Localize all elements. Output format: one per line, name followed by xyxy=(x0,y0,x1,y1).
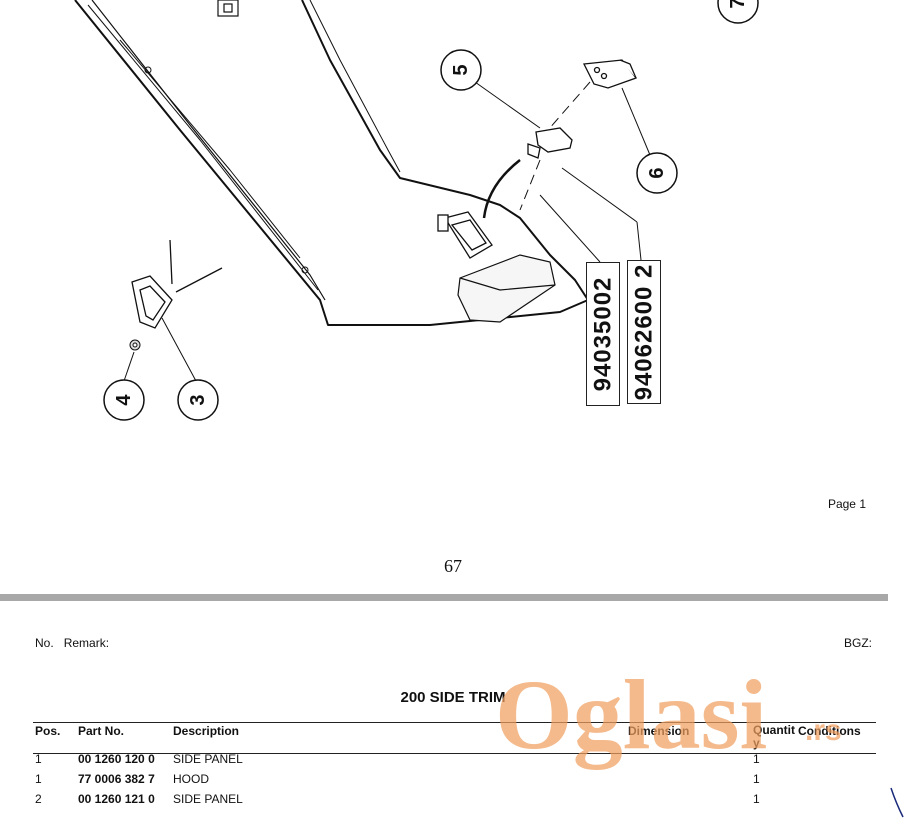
table-row: 2 00 1260 121 0 SIDE PANEL 1 xyxy=(33,792,876,810)
callout-7: 7 xyxy=(717,0,759,24)
side-panel-inner-edge xyxy=(91,0,326,301)
row-pos: 1 xyxy=(35,772,42,786)
clip-part-3 xyxy=(131,275,173,329)
callout-4: 4 xyxy=(103,379,145,421)
col-description: Description xyxy=(173,724,240,738)
indicator-arc xyxy=(482,159,521,219)
page-label: Page 1 xyxy=(827,497,866,511)
col-part-no: Part No. xyxy=(78,724,125,738)
svg-text:6: 6 xyxy=(646,167,668,178)
row-pos: 2 xyxy=(35,792,42,806)
callout-3: 3 xyxy=(177,379,219,421)
table-row: 1 77 0006 382 7 HOOD 1 xyxy=(33,772,876,790)
corner-pen-mark xyxy=(890,787,904,818)
page-number: 67 xyxy=(444,556,462,576)
svg-text:7: 7 xyxy=(727,0,749,9)
bgz-label: BGZ: xyxy=(843,636,872,650)
col-quantity: Quantit y xyxy=(753,724,795,750)
table-row: 1 00 1260 120 0 SIDE PANEL 1 xyxy=(33,752,876,770)
col-quantity-a: Quantit xyxy=(753,723,795,737)
col-pos: Pos. xyxy=(35,724,61,738)
part-number-box-2: 94062600 2 xyxy=(627,260,661,404)
part-number-box-1: 94035002 xyxy=(586,262,620,406)
svg-text:3: 3 xyxy=(187,394,209,405)
no-remark-header: No. Remark: xyxy=(35,636,119,650)
row-description: HOOD xyxy=(173,772,209,786)
panel-clip-mount xyxy=(437,211,493,259)
bracket-part-6 xyxy=(582,59,638,89)
lower-block xyxy=(457,254,556,323)
side-panel-rib xyxy=(119,39,301,259)
col-quantity-b: y xyxy=(753,736,760,750)
side-panel-rim xyxy=(87,4,319,291)
row-part-no: 77 0006 382 7 xyxy=(78,772,155,786)
row-part-no: 00 1260 121 0 xyxy=(78,792,155,806)
row-quantity: 1 xyxy=(753,772,760,786)
callout-6: 6 xyxy=(636,152,678,194)
row-quantity: 1 xyxy=(753,792,760,806)
row-description: SIDE PANEL xyxy=(173,752,243,766)
side-panel-outer-edge xyxy=(74,0,589,326)
part-number-label-2: 94062600 2 xyxy=(630,263,658,401)
svg-text:4: 4 xyxy=(113,394,135,406)
remark-label: Remark: xyxy=(63,636,110,650)
clip-part-5 xyxy=(527,127,573,159)
section-title: 200 SIDE TRIM xyxy=(400,689,506,706)
part-number-label-1: 94035002 xyxy=(589,276,616,392)
row-description: SIDE PANEL xyxy=(173,792,243,806)
row-quantity: 1 xyxy=(753,752,760,766)
top-small-clip xyxy=(217,0,239,17)
parts-diagram: 3 4 5 6 7 xyxy=(74,0,759,421)
table-header: Pos. Part No. Description Dimension Quan… xyxy=(33,722,876,754)
col-conditions: Conditions xyxy=(798,724,861,738)
row-pos: 1 xyxy=(35,752,42,766)
page-separator xyxy=(0,594,888,601)
col-dimension: Dimension xyxy=(628,724,690,738)
row-part-no: 00 1260 120 0 xyxy=(78,752,155,766)
nut-part-4 xyxy=(129,339,141,351)
side-panel-top-inner xyxy=(309,0,401,173)
no-label: No. xyxy=(35,636,54,650)
callout-5: 5 xyxy=(440,49,482,91)
svg-text:5: 5 xyxy=(450,64,472,75)
